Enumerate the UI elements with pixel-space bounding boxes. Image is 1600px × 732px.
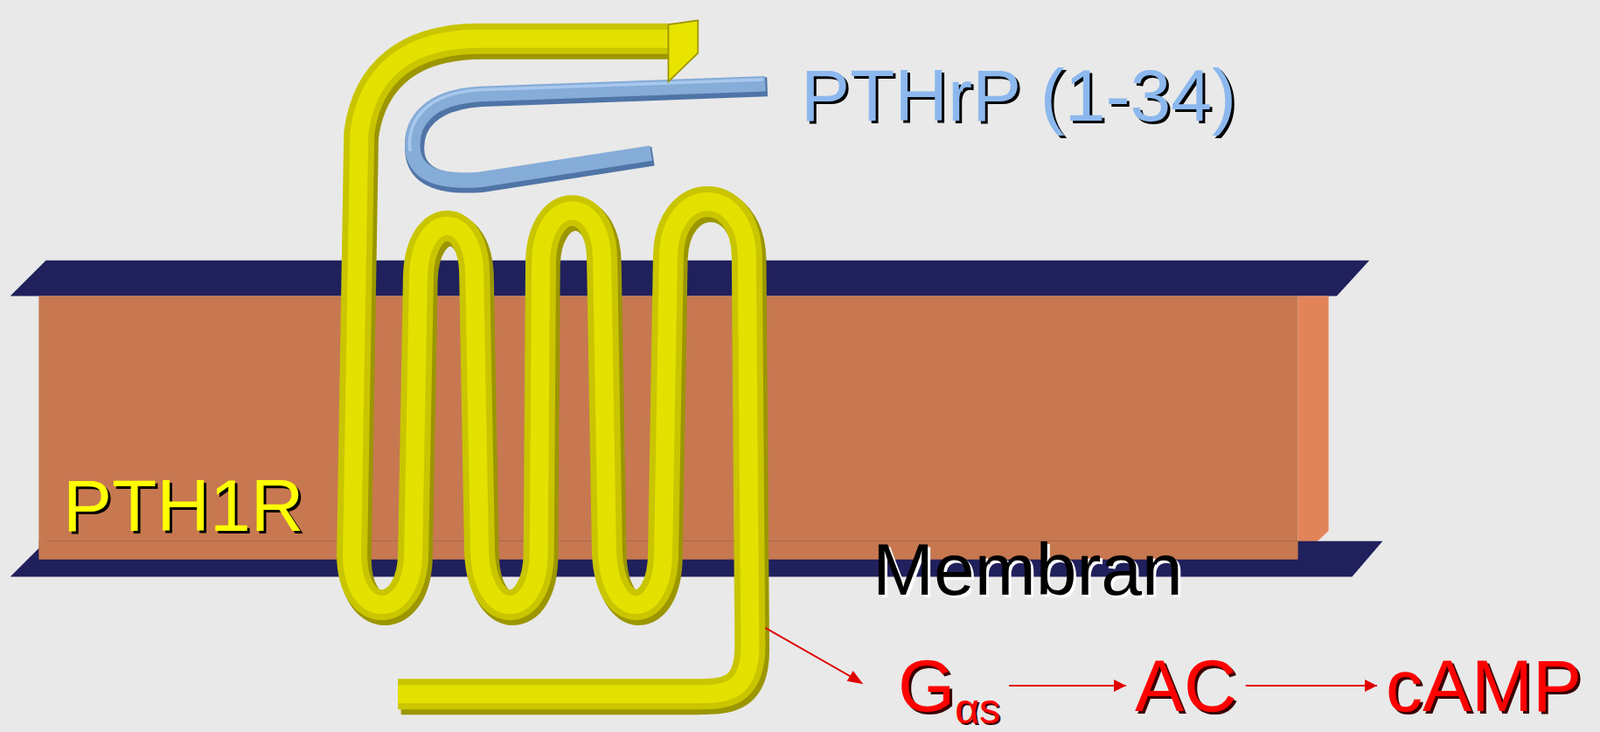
ligand-label: PTHrP (1-34) (800, 58, 1600, 133)
activation-arrow (765, 627, 863, 684)
step-label: cAMP (1385, 648, 1582, 723)
main-letters: G (897, 644, 955, 727)
membrane-side (1298, 296, 1329, 560)
pathway-step: AC (1134, 648, 1238, 723)
step-label: AC (1134, 648, 1238, 723)
membrane-label: Membran (872, 532, 1600, 606)
subscript-letters: αs (954, 685, 1001, 732)
receptor-label: PTH1R (62, 468, 1600, 543)
pathway-step: cAMP (1385, 648, 1582, 723)
pathway-arrow (1008, 684, 1127, 687)
step-label: Gαs (897, 648, 1001, 723)
pathway-step: Gαs (897, 648, 1001, 723)
ligand-ribbon (410, 79, 768, 183)
membrane-top-plate (10, 260, 1371, 297)
pathway-arrow (1245, 684, 1378, 687)
receptor-ribbon (352, 20, 754, 698)
